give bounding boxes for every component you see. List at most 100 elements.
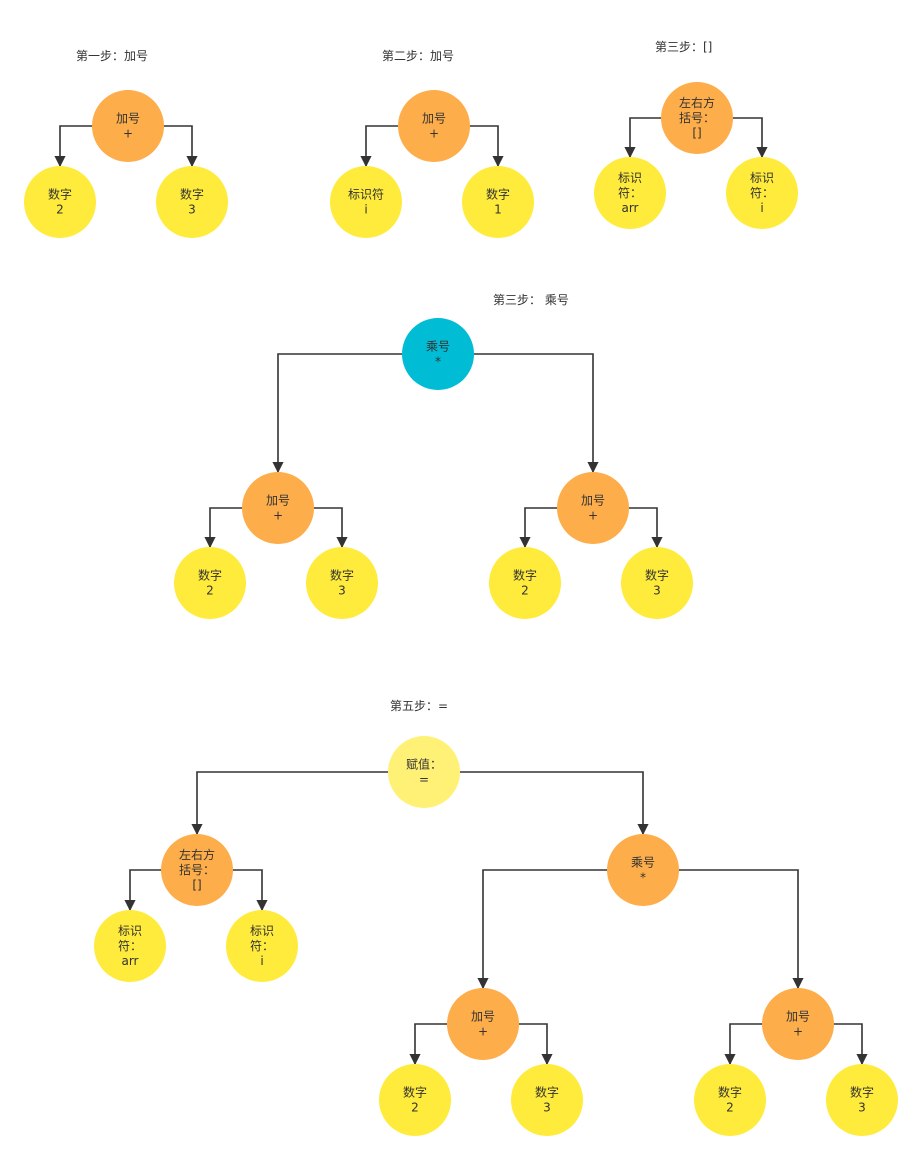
edge-s4-plus-l-to-s4-l3 [314, 507, 348, 549]
node-s4-mul: 乘号* [402, 318, 474, 390]
node-circle [379, 1064, 451, 1136]
node-label-line: 数字 [645, 568, 669, 583]
step-2-label: 第二步：加号 [382, 49, 454, 63]
node-label-line: 赋值： [406, 757, 442, 772]
node-s4-plus-l: 加号+ [242, 472, 314, 544]
node-label-line: 括号： [179, 862, 215, 877]
node-label-line: 2 [206, 584, 214, 598]
edge-s5-bracket-to-s5-i [233, 869, 268, 912]
node-label-line: 3 [858, 1101, 866, 1115]
node-s3-arr: 标识符：arr [594, 157, 666, 229]
node-s5-r3: 数字3 [826, 1064, 898, 1136]
node-label-line: 标识 [118, 924, 142, 938]
node-label-line: i [760, 201, 763, 215]
edge-s2-plus-to-s2-ident [360, 125, 398, 168]
edge-s3-bracket-to-s3-arr [624, 117, 661, 159]
edge-s5-bracket-to-s5-arr [124, 869, 161, 912]
node-circle [511, 1064, 583, 1136]
edge-s5-plus-l-to-s5-l3 [519, 1023, 553, 1066]
node-label-line: [] [692, 126, 701, 140]
node-label-line: 括号： [679, 110, 715, 125]
node-circle [557, 472, 629, 544]
node-label-line: + [793, 1025, 803, 1039]
node-label-line: + [273, 509, 283, 523]
node-circle [94, 910, 166, 982]
step-3-label: 第三步：[] [655, 40, 712, 54]
edge-s3-bracket-to-s3-i [733, 117, 768, 159]
node-circle [462, 166, 534, 238]
node-s5-plus-r: 加号+ [762, 988, 834, 1060]
node-label-line: 标识 [250, 924, 274, 938]
node-label-line: 2 [726, 1101, 734, 1115]
node-label-line: + [588, 509, 598, 523]
node-circle [694, 1064, 766, 1136]
node-label-line: 数字 [403, 1085, 427, 1100]
node-label-line: 数字 [718, 1085, 742, 1100]
node-label-line: 加号 [266, 494, 290, 508]
node-label-line: 2 [521, 584, 529, 598]
node-s5-i: 标识符：i [226, 910, 298, 982]
edge-s5-plus-r-to-s5-r2 [724, 1023, 762, 1066]
node-label-line: 左右方 [179, 847, 215, 862]
edge-s5-plus-r-to-s5-r3 [834, 1023, 868, 1066]
node-label-line: 数字 [486, 187, 510, 202]
node-label-line: 加号 [422, 112, 446, 126]
edge-s5-mul-to-s5-plus-r [679, 869, 804, 990]
node-label-line: 符： [618, 185, 642, 200]
node-circle [156, 166, 228, 238]
step-1-label: 第一步：加号 [76, 49, 148, 63]
node-label-line: arr [621, 201, 638, 215]
edge-s5-plus-l-to-s5-l2 [409, 1023, 447, 1066]
edge-s5-assign-to-s5-bracket [191, 771, 388, 836]
node-label-line: 2 [56, 203, 64, 217]
node-circle [621, 547, 693, 619]
node-label-line: 1 [494, 203, 502, 217]
edge-s1-plus-to-s1-n3 [164, 125, 198, 168]
node-s1-n3: 数字3 [156, 166, 228, 238]
node-s4-r3: 数字3 [621, 547, 693, 619]
node-circle [388, 736, 460, 808]
node-circle [226, 910, 298, 982]
node-circle [92, 90, 164, 162]
node-label-line: 加号 [116, 112, 140, 126]
node-s4-plus-r: 加号+ [557, 472, 629, 544]
node-label-line: 数字 [850, 1085, 874, 1100]
node-circle [174, 547, 246, 619]
node-label-line: + [478, 1025, 488, 1039]
node-s4-l3: 数字3 [306, 547, 378, 619]
node-s5-r2: 数字2 [694, 1064, 766, 1136]
node-label-line: 乘号 [426, 340, 450, 354]
node-label-line: 3 [338, 584, 346, 598]
node-circle [330, 166, 402, 238]
node-s5-arr: 标识符：arr [94, 910, 166, 982]
node-circle [661, 82, 733, 154]
edge-s1-plus-to-s1-n2 [54, 125, 92, 168]
step-4-label: 第三步： 乘号 [493, 293, 569, 307]
node-label-line: 3 [543, 1101, 551, 1115]
node-label-line: 3 [653, 584, 661, 598]
node-circle [726, 157, 798, 229]
node-label-line: 2 [411, 1101, 419, 1115]
node-s5-plus-l: 加号+ [447, 988, 519, 1060]
node-label-line: 数字 [180, 187, 204, 202]
node-label-line: [] [192, 878, 201, 892]
node-circle [398, 90, 470, 162]
edge-s4-mul-to-s4-plus-r [474, 353, 599, 474]
node-label-line: i [364, 203, 367, 217]
node-circle [402, 318, 474, 390]
node-s3-i: 标识符：i [726, 157, 798, 229]
edge-s5-assign-to-s5-mul [460, 771, 649, 836]
node-label-line: + [429, 127, 439, 141]
node-circle [161, 834, 233, 906]
node-circle [607, 834, 679, 906]
node-s2-n1: 数字1 [462, 166, 534, 238]
node-circle [447, 988, 519, 1060]
edge-s4-plus-l-to-s4-l2 [204, 507, 242, 549]
node-circle [24, 166, 96, 238]
step-5-label: 第五步：= [390, 699, 448, 713]
node-label-line: 左右方 [679, 95, 715, 110]
node-circle [306, 547, 378, 619]
edges-layer [54, 117, 868, 1066]
